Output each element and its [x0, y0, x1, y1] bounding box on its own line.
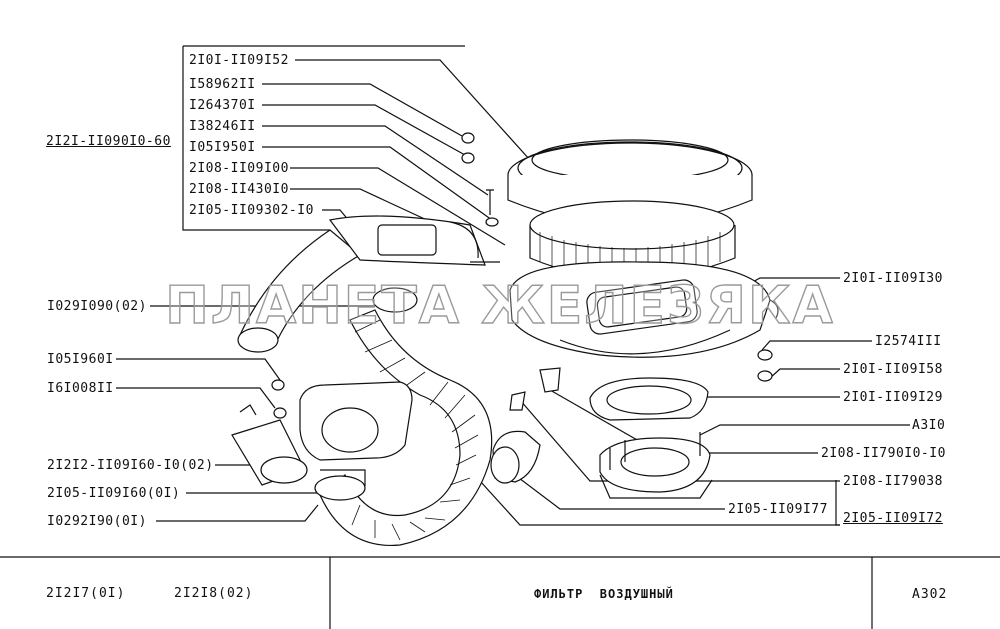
part-label: I029I090(02)	[47, 299, 147, 314]
part-label: I6I008II	[47, 381, 114, 396]
part-label: A3I0	[912, 418, 946, 433]
callout-box	[182, 45, 465, 231]
part-label: 2I0I-II09I52	[189, 53, 289, 68]
model-number: 2I2I8(02)	[174, 586, 254, 601]
part-label: 2I0I-II09I29	[843, 390, 943, 405]
part-label: I58962II	[189, 77, 256, 92]
part-label: I0292I90(0I)	[47, 514, 147, 529]
part-label: 2I08-II790I0-I0	[821, 446, 946, 461]
part-label: 2I05-II09I60(0I)	[47, 486, 181, 501]
group-part-number: 2I2I-II090I0-60	[46, 134, 171, 149]
part-label: 2I0I-II09I58	[843, 362, 943, 377]
part-label: I264370I	[189, 98, 256, 113]
group-part-number: 2I05-II09I72	[843, 511, 943, 526]
part-label: 2I2I2-II09I60-I0(02)	[47, 458, 214, 473]
part-label: 2I08-II430I0	[189, 182, 289, 197]
part-label: 2I08-II09I00	[189, 161, 289, 176]
part-label: I38246II	[189, 119, 256, 134]
part-label: 2I08-II79038	[843, 474, 943, 489]
part-label: 2I0I-II09I30	[843, 271, 943, 286]
part-label: 2I05-II09302-I0	[189, 203, 314, 218]
diagram-title: ФИЛЬТР ВОЗДУШНЫЙ	[534, 587, 674, 601]
part-label: I05I960I	[47, 352, 114, 367]
part-label: I2574III	[875, 334, 942, 349]
title-block-frame	[0, 556, 1000, 629]
part-label: I05I950I	[189, 140, 256, 155]
part-label: 2I05-II09I77	[728, 502, 828, 517]
sheet-code: A302	[912, 587, 948, 602]
model-number: 2I2I7(0I)	[46, 586, 126, 601]
